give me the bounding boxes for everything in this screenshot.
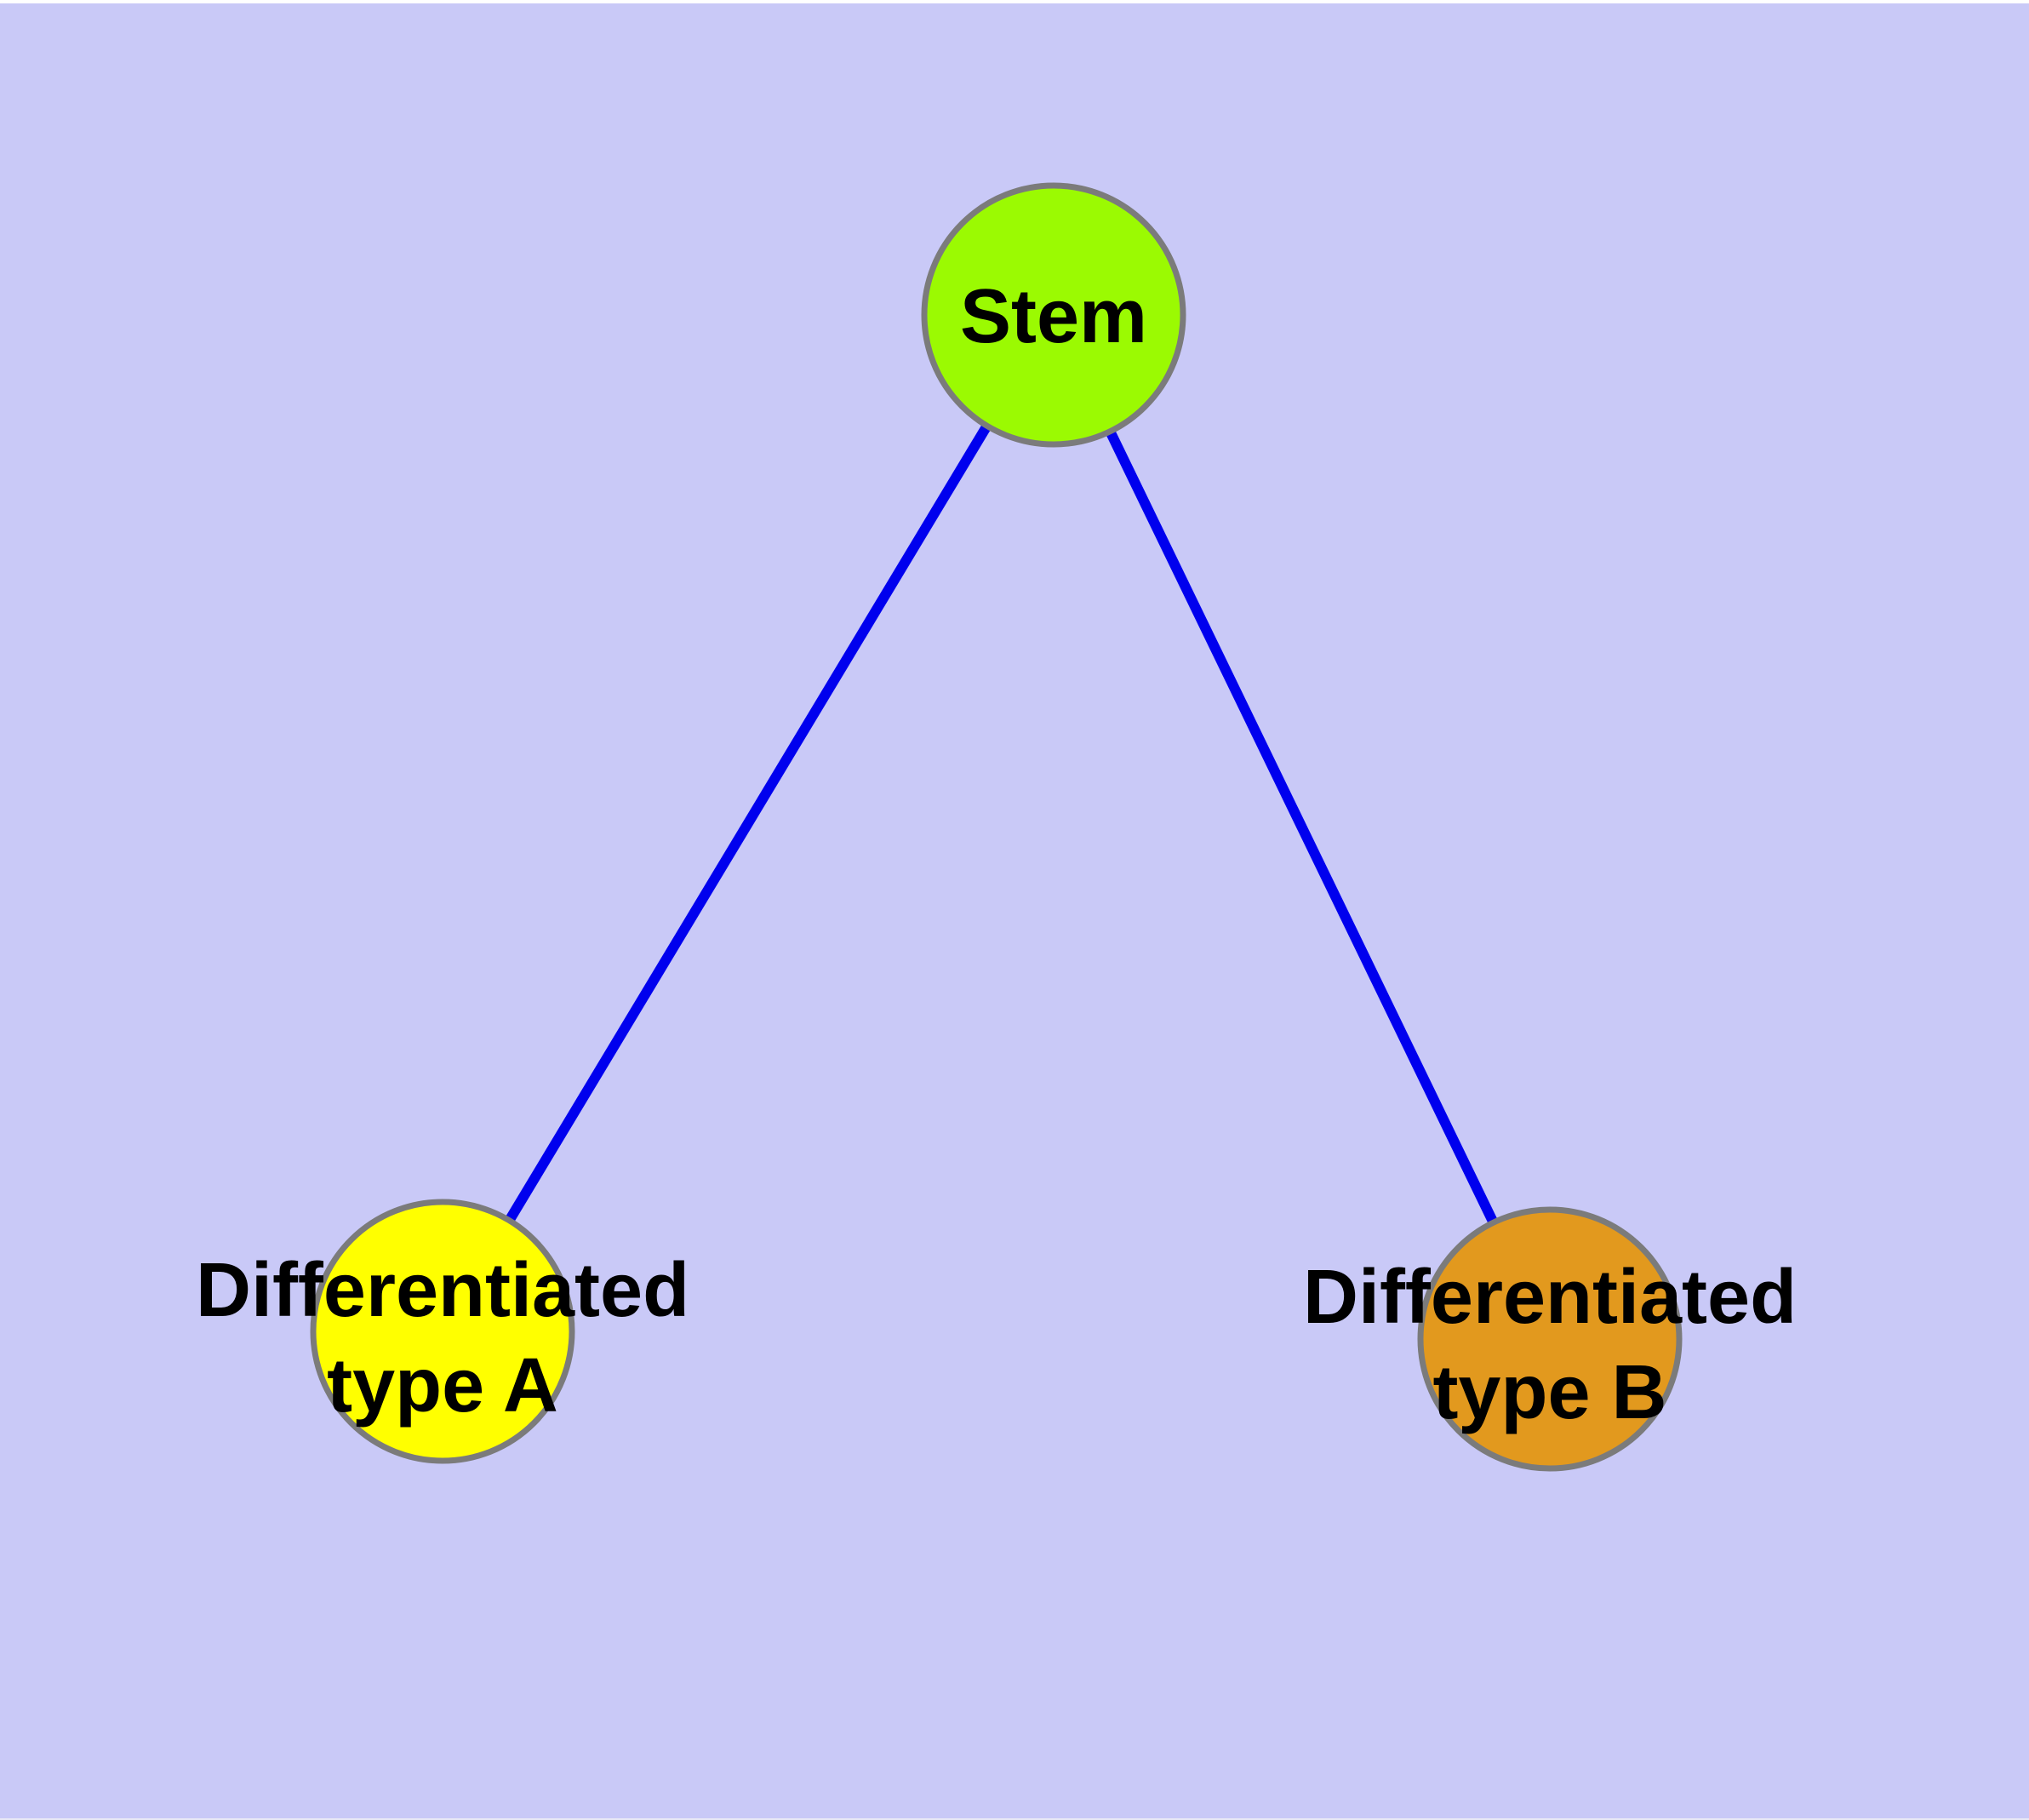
node-stem-label: Stem: [960, 269, 1147, 364]
node-type-b-label-line-1: Differentiated: [1302, 1255, 1798, 1340]
node-type-b-circle: [1417, 1206, 1683, 1472]
bottom-hairline: [0, 1818, 2029, 1820]
node-type-a-label-line-1: Differentiated: [195, 1248, 690, 1333]
node-type-b-label: Differentiated type B: [1303, 1250, 1797, 1440]
top-hairline: [0, 0, 2029, 3]
node-type-a-circle: [310, 1199, 575, 1464]
edge-stem-to-type-a: [437, 312, 1059, 1335]
edge-stem-to-type-b: [1049, 312, 1555, 1342]
node-stem-circle: [921, 182, 1186, 448]
node-type-a-label: Differentiated type A: [196, 1243, 689, 1434]
node-type-a-label-line-2: type A: [327, 1343, 558, 1428]
node-stem-label-line: Stem: [959, 274, 1148, 359]
node-type-b-label-line-2: type B: [1432, 1350, 1667, 1435]
